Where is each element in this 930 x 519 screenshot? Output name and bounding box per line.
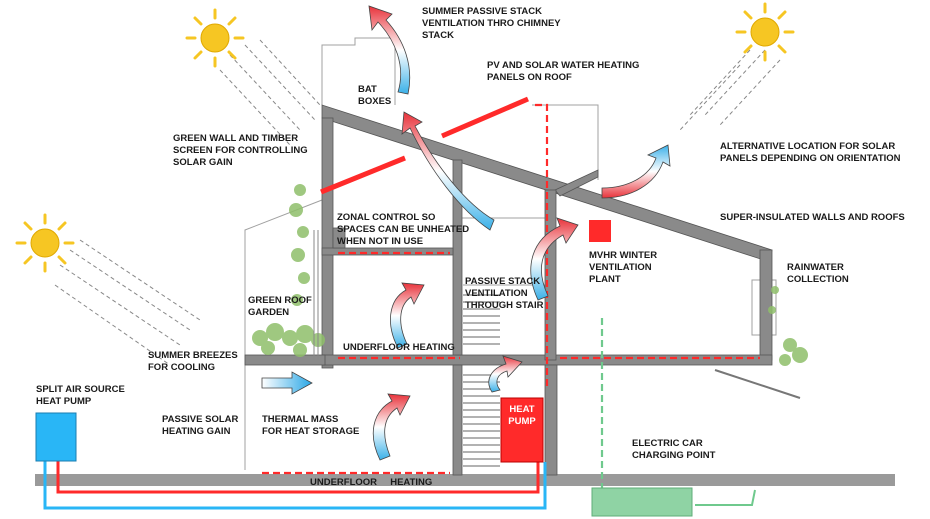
sun-rays: [54, 39, 781, 366]
label-underfloor-lower: UNDERFLOOR HEATING: [310, 477, 433, 488]
ground-pipes: [43, 460, 547, 510]
green-wall-screen: [313, 230, 319, 360]
heat-pump-box: [500, 397, 544, 463]
rainwater-pipe: [695, 489, 756, 506]
label-underfloor-upper: UNDERFLOOR HEATING: [343, 342, 455, 353]
sun-icon: [735, 2, 795, 62]
sun-icon: [15, 213, 75, 273]
ev-charging-box: [591, 487, 693, 517]
arrow-icon: [261, 5, 671, 461]
mvhr-plant-box: [589, 220, 611, 242]
rain-pipe: [714, 369, 801, 399]
solar-panels: [320, 96, 529, 195]
split-heat-pump-unit: [35, 412, 77, 462]
plant-icon: [252, 184, 808, 366]
label-super-insulated: SUPER-INSULATED WALLS AND ROOFS: [720, 212, 905, 223]
ground-slab: [35, 474, 895, 486]
sun-icon: [185, 8, 245, 68]
